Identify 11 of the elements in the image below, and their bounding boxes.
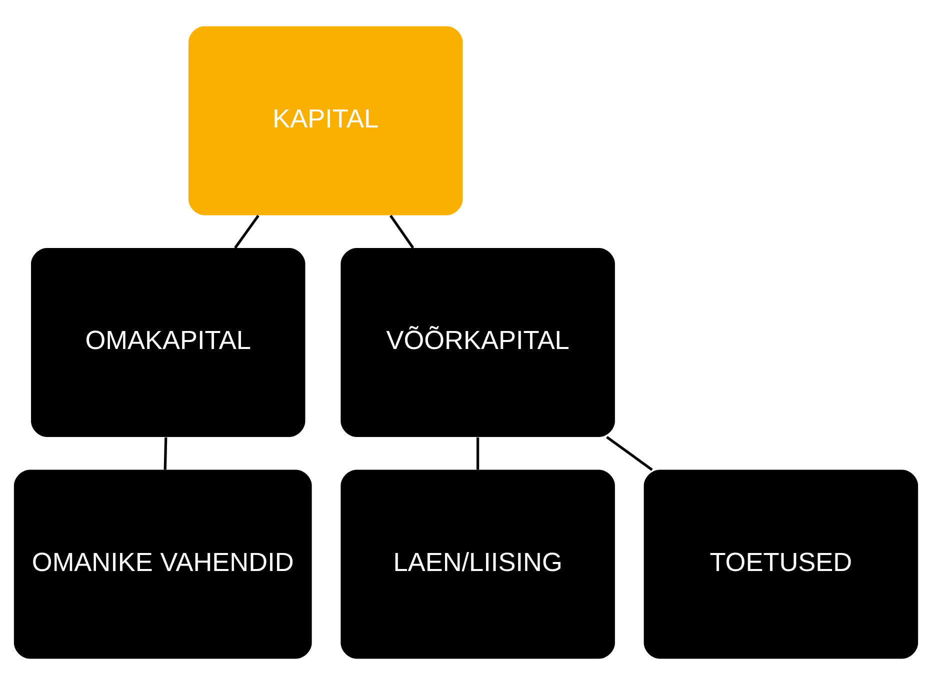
node-box: KAPITAL [188,26,463,216]
connector [606,436,653,471]
connector [234,214,260,249]
connector [390,214,414,249]
connector [476,437,480,470]
node-box: VÕÕRKAPITAL [340,248,615,437]
node-box: LAEN/LIISING [340,470,615,659]
connector [164,437,168,470]
node-box: TOETUSED [644,470,918,659]
node-box: OMAKAPITAL [31,248,306,437]
node-box: OMANIKE VAHENDID [14,470,312,659]
